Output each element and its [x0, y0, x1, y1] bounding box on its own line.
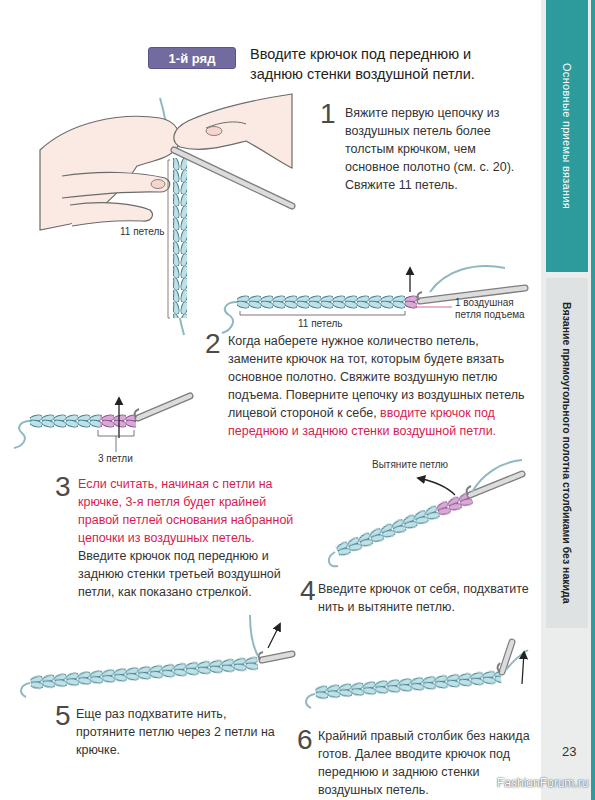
step-number: 2 — [205, 330, 221, 358]
node-label: Основные приемы вязания — [561, 63, 573, 209]
step-paragraph: Если считать, начиная с петли на крючке,… — [78, 475, 310, 601]
dimension-label: 3 петли — [98, 453, 133, 465]
watermark: FashionForum.ru — [497, 776, 588, 790]
callout-label: 1 воздушная петля подъема — [455, 297, 535, 321]
step-number: 5 — [55, 702, 71, 730]
step-text: Еще раз подхватите нить, протяните петлю… — [76, 705, 288, 759]
chain-illustration — [14, 396, 190, 452]
subsection-tab: Вязание прямоугольного полотна столбикам… — [546, 278, 588, 628]
side-column — [541, 0, 591, 800]
callout-label: Вытяните петлю — [372, 459, 448, 471]
page-number: 23 — [562, 744, 576, 759]
dimension-label: 11 петель — [120, 226, 165, 238]
step-number: 6 — [297, 726, 313, 754]
node-label: Вязание прямоугольного полотна столбикам… — [561, 302, 573, 604]
step-number: 4 — [300, 577, 316, 605]
section-tab: Основные приемы вязания — [546, 0, 588, 272]
step-number: 3 — [55, 473, 71, 501]
step-text: Вяжите первую цепочку из воздушных петел… — [345, 104, 530, 194]
chain-illustration — [306, 642, 528, 708]
step-paragraph: Когда наберете нужное количество петель,… — [228, 332, 525, 440]
row-tag: 1-й ряд — [148, 47, 236, 69]
step-text: Введите крючок от себя, подхватите нить … — [318, 580, 530, 616]
instruction-heading: Вводите крючок под переднюю и заднюю сте… — [250, 44, 525, 84]
chain-illustration — [21, 615, 292, 697]
step-number: 1 — [320, 100, 336, 128]
chain-illustration — [329, 460, 522, 566]
side-strip — [591, 0, 595, 800]
step-text-highlight: Если считать, начиная с петли на крючке,… — [78, 475, 310, 547]
dimension-label: 11 петель — [298, 318, 343, 330]
node-label: 1-й ряд — [169, 51, 216, 66]
step-text: Введите крючок под переднюю и заднюю сте… — [78, 547, 310, 601]
